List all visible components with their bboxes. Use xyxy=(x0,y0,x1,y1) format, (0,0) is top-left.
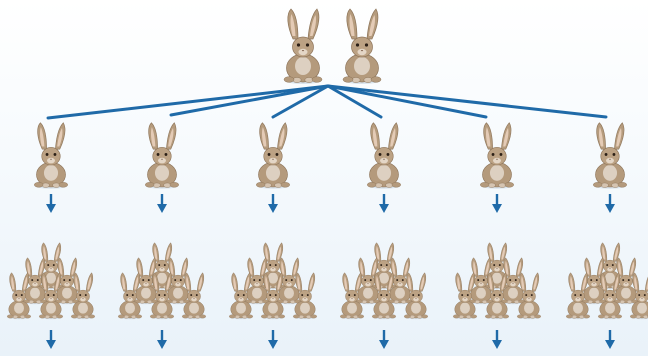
branch-line xyxy=(326,84,488,119)
arrows xyxy=(44,192,617,351)
down-arrow-icon xyxy=(377,192,391,215)
child-rabbit-icon xyxy=(255,122,291,190)
down-arrow-icon xyxy=(377,328,391,351)
down-arrow-icon xyxy=(603,192,617,215)
branch-line xyxy=(169,84,330,117)
branch-line xyxy=(271,84,330,119)
down-arrow-icon xyxy=(603,328,617,351)
down-arrow-icon xyxy=(266,192,280,215)
down-arrow-icon xyxy=(155,192,169,215)
parent-rabbit-icon xyxy=(283,8,323,85)
child-rabbit-icon xyxy=(592,122,628,190)
down-arrow-icon xyxy=(44,328,58,351)
branch-line xyxy=(326,84,383,119)
down-arrow-icon xyxy=(490,328,504,351)
down-arrow-icon xyxy=(155,328,169,351)
down-arrow-icon xyxy=(490,192,504,215)
down-arrow-icon xyxy=(266,328,280,351)
child-rabbit-icon xyxy=(144,122,180,190)
branch-line xyxy=(46,84,330,120)
branch-line xyxy=(326,84,608,119)
child-rabbit-icon xyxy=(33,122,69,190)
rabbits xyxy=(6,8,648,320)
branch-lines xyxy=(46,84,608,120)
child-rabbit-icon xyxy=(366,122,402,190)
down-arrow-icon xyxy=(44,192,58,215)
child-rabbit-icon xyxy=(479,122,515,190)
parent-rabbit-icon xyxy=(342,8,382,85)
